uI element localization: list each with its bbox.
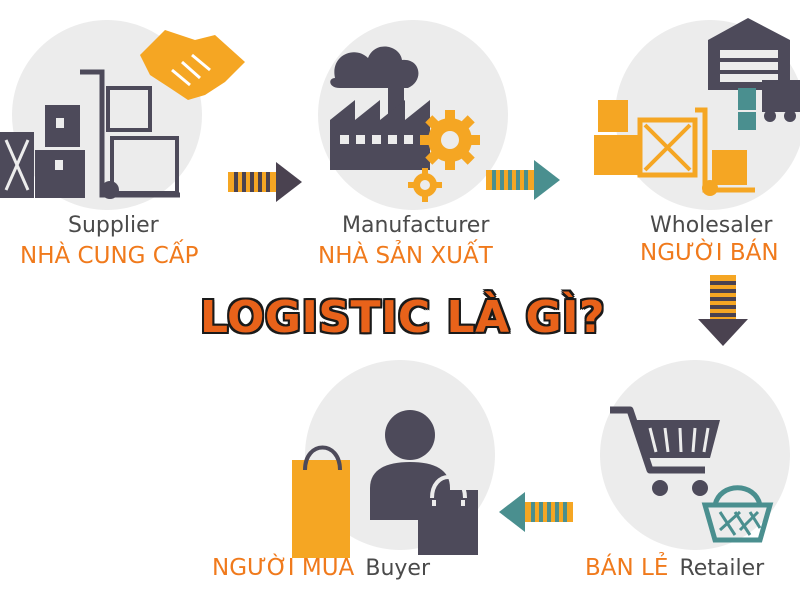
supplier-label-vi: NHÀ CUNG CẤP xyxy=(20,243,199,269)
manufacturer-label: Manufacturer xyxy=(342,213,490,238)
basket-icon xyxy=(701,485,774,543)
shopping-bag-icon xyxy=(292,460,350,558)
handshake-icon xyxy=(140,30,245,100)
retailer-label-row: BÁN LẺ Retailer xyxy=(585,555,764,581)
wholesaler-label: Wholesaler xyxy=(650,213,773,238)
retailer-label: Retailer xyxy=(679,556,765,581)
arrow-retailer-to-buyer xyxy=(499,492,573,532)
arrow-supplier-to-manufacturer xyxy=(228,162,302,202)
supplier-icon xyxy=(0,30,245,199)
warehouse-icon xyxy=(594,18,800,196)
gear-icon xyxy=(408,110,480,202)
arrow-manufacturer-to-wholesaler xyxy=(486,160,560,200)
wholesaler-label-vi: NGƯỜI BÁN xyxy=(640,240,779,266)
supplier-label: Supplier xyxy=(68,213,159,238)
retailer-label-vi: BÁN LẺ xyxy=(585,555,669,581)
manufacturer-label-vi: NHÀ SẢN XUẤT xyxy=(318,243,493,269)
arrow-wholesaler-to-retailer xyxy=(698,275,748,346)
factory-icon xyxy=(330,46,480,202)
page-title: LOGISTIC LÀ GÌ? xyxy=(200,292,605,343)
buyer-icon xyxy=(292,410,478,558)
shopping-cart-icon xyxy=(610,406,720,496)
buyer-label-row: NGƯỜI MUA Buyer xyxy=(212,555,430,581)
buyer-label-vi: NGƯỜI MUA xyxy=(212,555,355,581)
buyer-label: Buyer xyxy=(365,556,431,581)
